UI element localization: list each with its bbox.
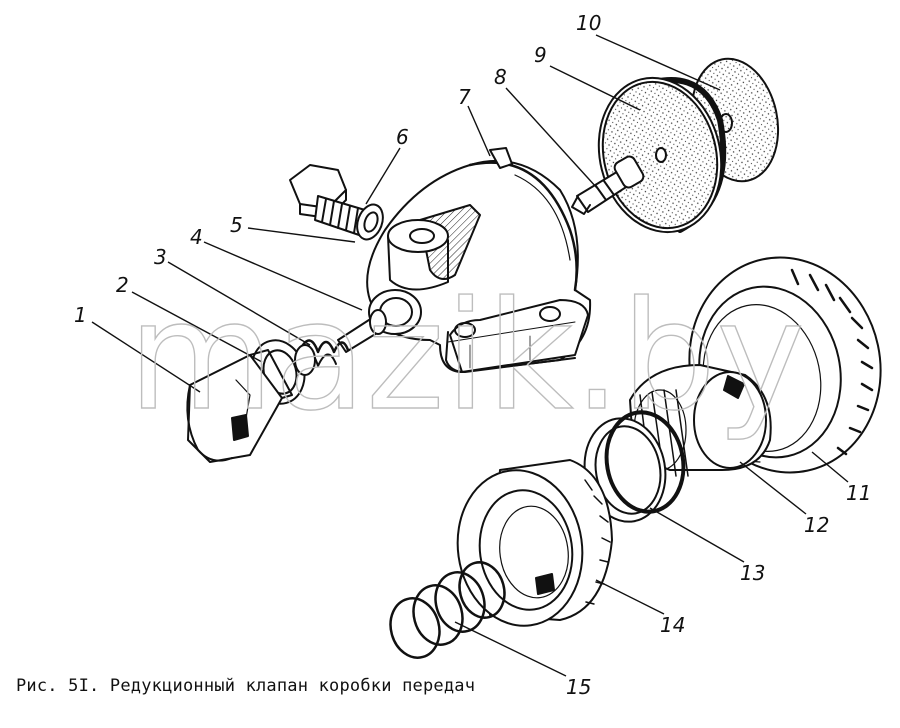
part-label-9: 9: [534, 43, 547, 67]
part-label-15: 15: [566, 675, 591, 699]
part-label-12: 12: [804, 513, 829, 537]
part-4-valve: [337, 309, 387, 353]
part-label-1: 1: [74, 303, 87, 327]
part-labels: 1 2 3 4 5 6 7 8 9 10 11 12 13 14 15: [74, 11, 871, 699]
part-label-3: 3: [154, 245, 167, 269]
part-label-7: 7: [458, 85, 471, 109]
part-label-14: 14: [660, 613, 685, 637]
leader-lines: [91, 34, 849, 677]
part-6-bolt: [289, 164, 384, 241]
part-label-11: 11: [846, 481, 871, 505]
part-15-coil-spring: [389, 561, 506, 659]
part-label-4: 4: [190, 225, 203, 249]
part-8-spool: [571, 155, 645, 215]
part-label-8: 8: [494, 65, 507, 89]
part-14-cap-nut: [456, 459, 613, 627]
part-label-6: 6: [396, 125, 409, 149]
part-label-2: 2: [116, 273, 129, 297]
part-12-sleeve: [629, 364, 772, 477]
watermark: mazik.by: [128, 270, 805, 444]
figure-caption: Рис. 5I. Редукционный клапан коробки пер…: [16, 676, 476, 696]
part-9-filter-disc: [597, 76, 727, 234]
part-7-valve-body: [366, 147, 592, 373]
part-label-13: 13: [740, 561, 765, 585]
part-label-10: 10: [576, 11, 601, 35]
part-label-5: 5: [230, 213, 243, 237]
